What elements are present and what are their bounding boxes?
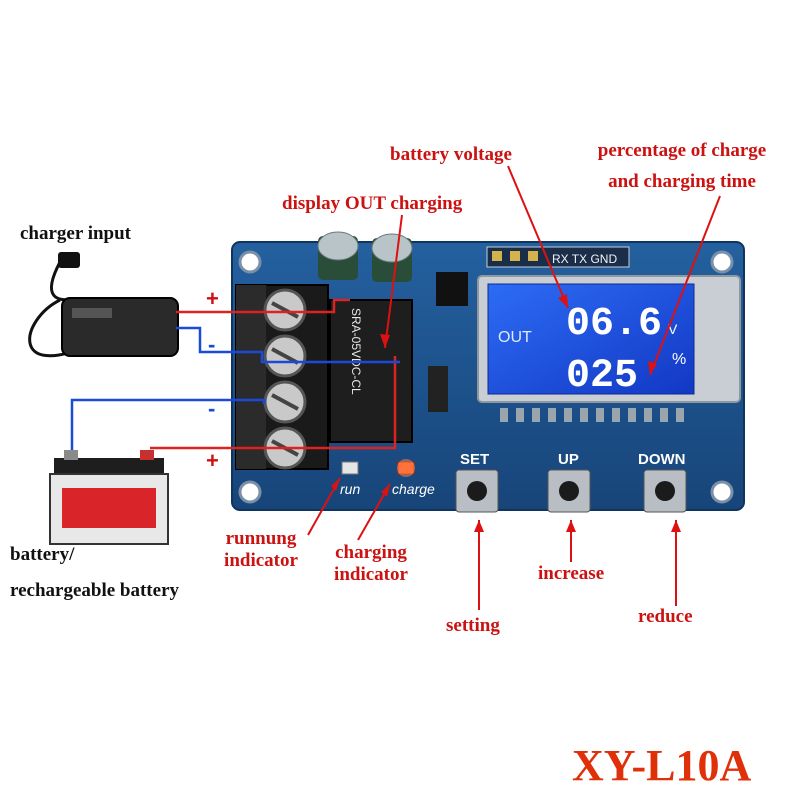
capacitor xyxy=(317,231,413,282)
lcd-display xyxy=(477,275,741,403)
increase-label: increase xyxy=(538,563,605,584)
header-pins-label: RX TX GND xyxy=(552,252,617,266)
battery-voltage-label: battery voltage xyxy=(390,144,512,165)
reduce-label: reduce xyxy=(638,606,693,627)
percentage-charge-line2: and charging time xyxy=(608,171,756,192)
display-out-charging-label: display OUT charging xyxy=(282,193,463,214)
mount-hole xyxy=(710,250,734,274)
charge-led-label: charge xyxy=(392,481,435,497)
terminal-minus-upper: - xyxy=(208,332,215,357)
lcd-voltage-unit: V xyxy=(668,321,678,337)
header-pins xyxy=(486,246,630,268)
button-set-label: SET xyxy=(460,451,489,468)
charging-indicator-label: charging indicator xyxy=(322,542,420,586)
run-led-label: run xyxy=(340,481,360,497)
mount-hole xyxy=(238,480,262,504)
percentage-charge-label: percentage of charge and charging time xyxy=(578,140,786,192)
terminal-plus-bottom: + xyxy=(206,448,219,473)
mount-hole xyxy=(238,250,262,274)
lcd-out-label: OUT xyxy=(498,329,532,346)
screw-slot xyxy=(271,301,299,457)
lcd-percent-unit: % xyxy=(672,351,686,368)
charging-indicator-line1: charging xyxy=(335,542,407,563)
running-indicator-label: runnung indicator xyxy=(210,528,312,572)
smd-resistor-row xyxy=(500,408,684,422)
battery-icon xyxy=(49,450,169,545)
percentage-charge-line1: percentage of charge xyxy=(597,140,767,161)
mount-hole xyxy=(710,480,734,504)
charging-indicator-line2: indicator xyxy=(334,564,408,585)
charge-led xyxy=(397,459,415,477)
ic-chip xyxy=(428,272,468,412)
wire-blue xyxy=(70,326,400,450)
relay-label: SRA-05VDC-CL xyxy=(349,308,363,395)
lcd-percent-readout: 025 xyxy=(566,354,638,399)
button-down-label: DOWN xyxy=(638,451,686,468)
lcd-voltage-readout: 06.6 xyxy=(566,302,662,347)
setting-label: setting xyxy=(446,615,500,636)
up-button[interactable] xyxy=(547,469,591,513)
set-button[interactable] xyxy=(455,469,499,513)
down-button[interactable] xyxy=(643,469,687,513)
battery-label-line1: battery/ xyxy=(10,544,75,565)
running-indicator-line2: indicator xyxy=(224,550,298,571)
terminal-plus-top: + xyxy=(206,286,219,311)
arrow-head xyxy=(331,294,681,532)
charger-input-label: charger input xyxy=(20,223,132,244)
button-up-label: UP xyxy=(558,451,579,468)
running-indicator-line1: runnung xyxy=(225,528,297,549)
battery-label-line2: rechargeable battery xyxy=(10,580,180,601)
charger-adapter-icon xyxy=(28,252,179,358)
run-led xyxy=(341,461,359,475)
wire-red xyxy=(150,298,397,450)
relay xyxy=(329,299,413,443)
model-number: XY-L10A xyxy=(572,741,752,790)
terminal-minus-lower: - xyxy=(208,396,215,421)
